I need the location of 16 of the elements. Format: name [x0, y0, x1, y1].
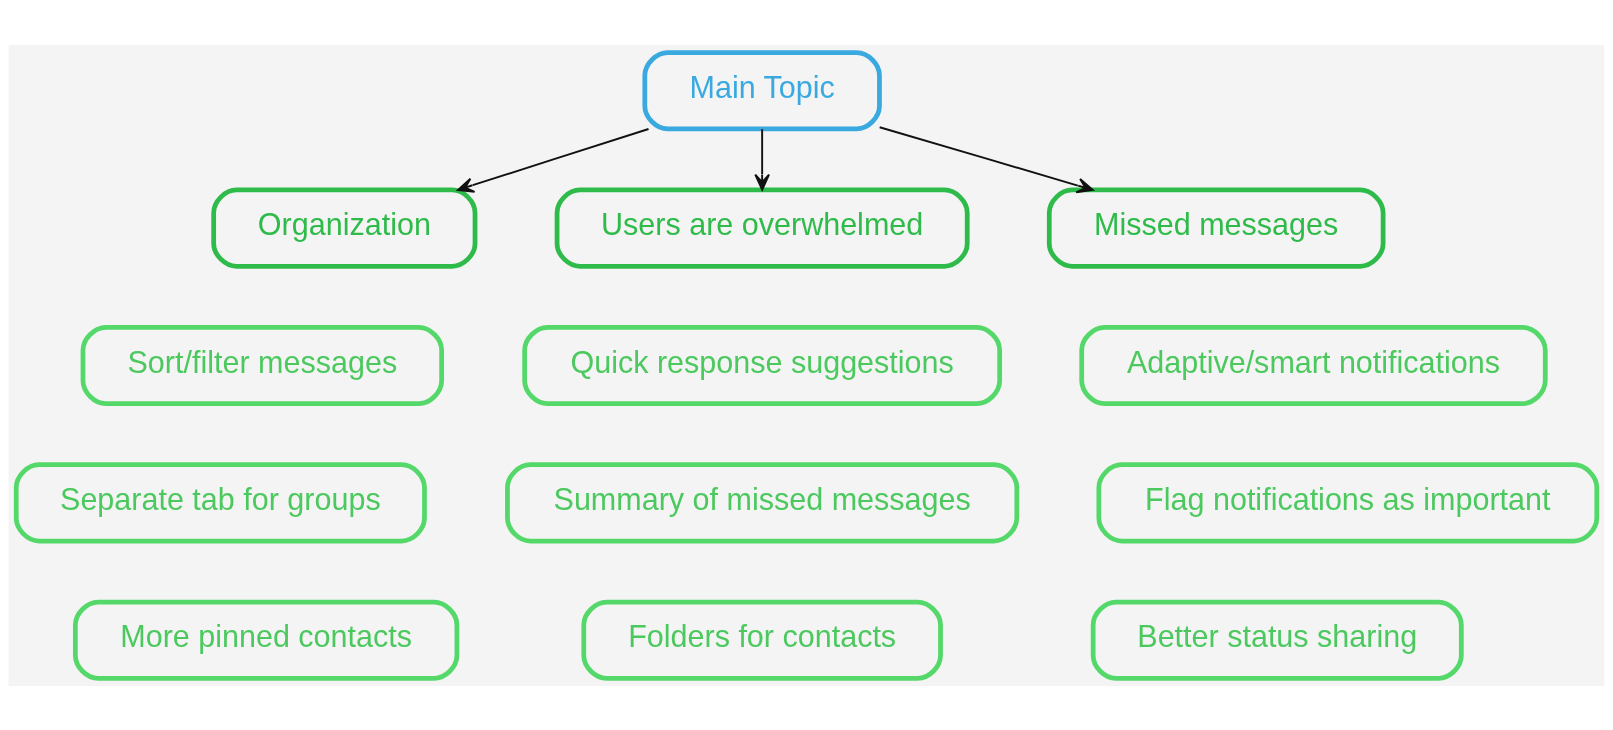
arrow — [457, 127, 650, 193]
node-box: More pinned contacts — [72, 599, 460, 681]
node-box: Organization — [211, 187, 478, 269]
node-box: Main Topic — [642, 49, 882, 131]
node-box: Quick response suggestions — [522, 324, 1003, 406]
arrow — [878, 125, 1094, 193]
node-box: Sort/filter messages — [80, 324, 445, 406]
node-box: Summary of missed messages — [505, 461, 1020, 543]
node-box: Better status sharing — [1090, 599, 1464, 681]
node-box: Missed messages — [1046, 187, 1386, 269]
node-box: Separate tab for groups — [13, 461, 427, 543]
node-box: Users are overwhelmed — [554, 187, 970, 269]
node-box: Folders for contacts — [581, 599, 943, 681]
node-box: Flag notifications as important — [1096, 461, 1600, 543]
arrow — [754, 127, 770, 191]
node-box: Adaptive/smart notifications — [1079, 324, 1548, 406]
